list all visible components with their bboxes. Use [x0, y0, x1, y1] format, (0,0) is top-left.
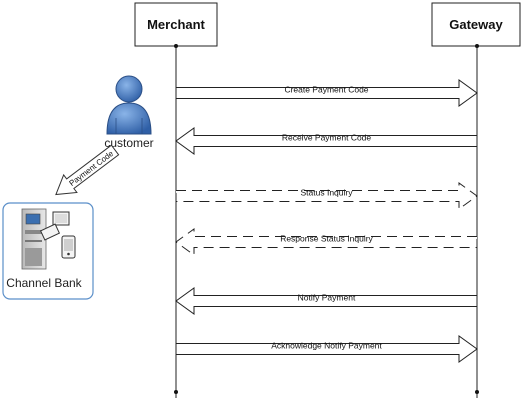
merchant-actor: Merchant	[134, 2, 218, 47]
message-label: Create Payment Code	[284, 85, 368, 95]
gateway-box	[431, 2, 521, 47]
message-arrow	[175, 182, 478, 210]
message-arrow	[175, 127, 478, 155]
merchant-box	[134, 2, 218, 47]
gateway-lifeline	[475, 44, 479, 398]
payment-code-label: Payment Code	[68, 149, 116, 188]
person-icon	[106, 75, 152, 135]
message-2: Receive Payment Code	[175, 127, 478, 155]
channel-bank: Channel Bank	[2, 202, 94, 300]
gateway-actor: Gateway	[431, 2, 521, 47]
message-1: Create Payment Code	[175, 79, 478, 107]
atm-icon	[21, 208, 76, 270]
message-label: Response Status Inquiry	[280, 234, 373, 244]
message-arrow	[175, 79, 478, 107]
merchant-lifeline	[174, 44, 178, 398]
message-4: Response Status Inquiry	[175, 228, 478, 256]
message-5: Notify Payment	[175, 287, 478, 315]
message-label: Receive Payment Code	[282, 133, 372, 143]
message-3: Status Inquiry	[175, 182, 478, 210]
message-label: Notify Payment	[298, 293, 356, 303]
merchant-label: Merchant	[147, 17, 205, 32]
channel-bank-label: Channel Bank	[6, 276, 82, 290]
message-arrow	[175, 228, 478, 256]
payment-code-arrow: Payment Code	[55, 144, 120, 196]
message-label: Acknowledge Notify Payment	[271, 341, 382, 351]
message-label: Status Inquiry	[301, 188, 354, 198]
message-6: Acknowledge Notify Payment	[175, 335, 478, 363]
message-arrow	[175, 287, 478, 315]
message-arrow	[175, 335, 478, 363]
customer-label: customer	[104, 136, 153, 150]
customer-actor: customer	[104, 75, 154, 150]
gateway-label: Gateway	[449, 17, 503, 32]
